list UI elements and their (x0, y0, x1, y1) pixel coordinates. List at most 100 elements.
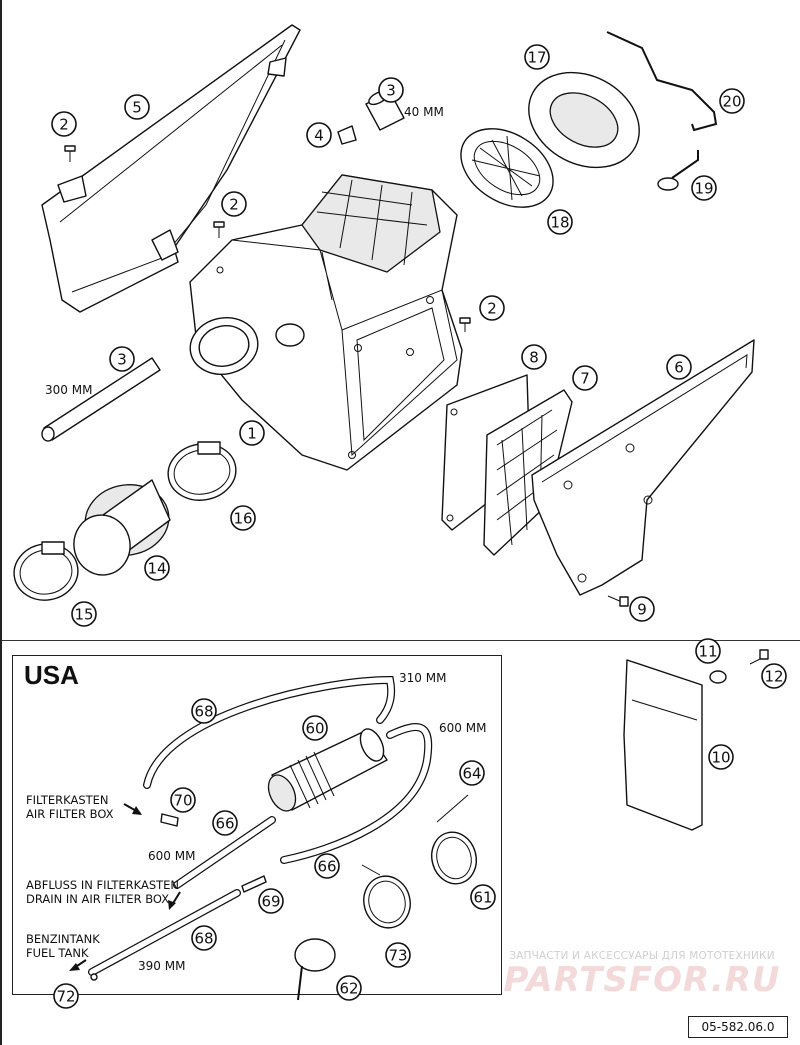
callout-66: 66 (212, 810, 238, 836)
callout-circle (191, 925, 217, 951)
callout-circle (524, 44, 550, 70)
usa-part-69-fitting (241, 875, 267, 893)
callout-circle (719, 88, 745, 114)
callout-number: 62 (339, 980, 358, 998)
part-1-air-filter-box (189, 174, 463, 471)
callout-19: 19 (691, 175, 717, 201)
callout-circle (212, 810, 238, 836)
callout-circle (258, 888, 284, 914)
callout-64: 64 (459, 760, 485, 786)
callout-number: 15 (74, 606, 93, 624)
part-15-hose-clamp (13, 541, 79, 601)
part-5-left-side-cover (41, 24, 301, 313)
callout-20: 20 (719, 88, 745, 114)
callout-circle (521, 344, 547, 370)
callout-number: 19 (694, 180, 713, 198)
callout-72: 72 (53, 983, 79, 1009)
callout-circle (109, 346, 135, 372)
callout-circle (221, 191, 247, 217)
callout-circle (459, 760, 485, 786)
part-16-hose-clamp (167, 441, 237, 501)
arrow-to-drain (168, 891, 181, 910)
callout-number: 3 (386, 82, 396, 100)
callout-number: 64 (462, 765, 481, 783)
callout-number: 4 (314, 127, 324, 145)
part-11-washer (709, 670, 727, 684)
callout-68: 68 (191, 925, 217, 951)
callout-69: 69 (258, 888, 284, 914)
callout-1: 1 (239, 420, 265, 446)
callout-14: 14 (144, 555, 170, 581)
callout-circle (479, 295, 505, 321)
callout-number: 2 (229, 196, 239, 214)
screw-2-a (64, 145, 76, 162)
part-9-screw (607, 595, 629, 607)
callout-number: 69 (261, 893, 280, 911)
usa-part-70-fitting (160, 813, 179, 827)
watermark-tagline: ЗАПЧАСТИ И АКСЕССУАРЫ ДЛЯ МОТОТЕХНИКИ (509, 950, 775, 962)
callout-10: 10 (708, 744, 734, 770)
callout-number: 70 (173, 792, 192, 810)
callout-17: 17 (524, 44, 550, 70)
callout-15: 15 (71, 601, 97, 627)
arrow-to-fuel-tank (69, 959, 87, 971)
callout-number: 14 (147, 560, 166, 578)
callout-2: 2 (479, 295, 505, 321)
usa-part-62-cable-tie (294, 938, 336, 1001)
callout-circle (306, 122, 332, 148)
caption-fuel-tank: FUEL TANK (26, 946, 89, 960)
callout-number: 73 (388, 947, 407, 965)
callout-60: 60 (302, 715, 328, 741)
usa-inset-frame (12, 655, 502, 995)
callout-circle (53, 983, 79, 1009)
callout-circle (708, 744, 734, 770)
callout-number: 8 (529, 349, 539, 367)
callout-circle (230, 505, 256, 531)
callout-18: 18 (547, 209, 573, 235)
dim-usa-68-top: 310 MM (399, 671, 446, 685)
part-14-intake-sleeve (73, 479, 171, 576)
callout-number: 66 (215, 815, 234, 833)
callout-circle (470, 884, 496, 910)
callout-3: 3 (109, 346, 135, 372)
callout-number: 61 (473, 889, 492, 907)
part-12-screw (749, 649, 769, 665)
callout-number: 16 (233, 510, 252, 528)
callout-number: 11 (698, 643, 717, 661)
callout-2: 2 (221, 191, 247, 217)
callout-62: 62 (336, 975, 362, 1001)
callout-3: 3 (378, 77, 404, 103)
callout-circle (191, 698, 217, 724)
caption-drain: DRAIN IN AIR FILTER BOX (26, 892, 169, 906)
watermark: ЗАПЧАСТИ И АКСЕССУАРЫ ДЛЯ МОТОТЕХНИКИ PA… (492, 950, 792, 1000)
part-3-hose-long (41, 357, 161, 442)
callout-70: 70 (170, 787, 196, 813)
part-18-air-filter-element (460, 128, 554, 208)
screw-2-b (213, 221, 225, 238)
caption-filterkasten: FILTERKASTEN (26, 793, 109, 807)
usa-part-72-clip (90, 973, 98, 981)
part-20-filter-wire-bracket (606, 31, 718, 132)
callout-number: 68 (194, 703, 213, 721)
callout-circle (547, 209, 573, 235)
callout-number: 12 (764, 668, 783, 686)
usa-hose-600-top-right (280, 723, 433, 864)
callout-circle (572, 365, 598, 391)
callout-number: 7 (580, 370, 590, 388)
callout-number: 72 (56, 988, 75, 1006)
callout-number: 1 (247, 425, 257, 443)
callout-number: 10 (711, 749, 730, 767)
callout-circle (695, 638, 721, 664)
callout-73: 73 (385, 942, 411, 968)
callout-circle (629, 596, 655, 622)
callout-number: 18 (550, 214, 569, 232)
callout-66: 66 (314, 853, 340, 879)
usa-part-60-canister (267, 728, 388, 812)
usa-hose-68-top (143, 675, 396, 789)
part-4-grommet (337, 125, 357, 145)
callout-circle (51, 111, 77, 137)
callout-circle (691, 175, 717, 201)
part-19-filter-holder-pin (657, 150, 699, 191)
